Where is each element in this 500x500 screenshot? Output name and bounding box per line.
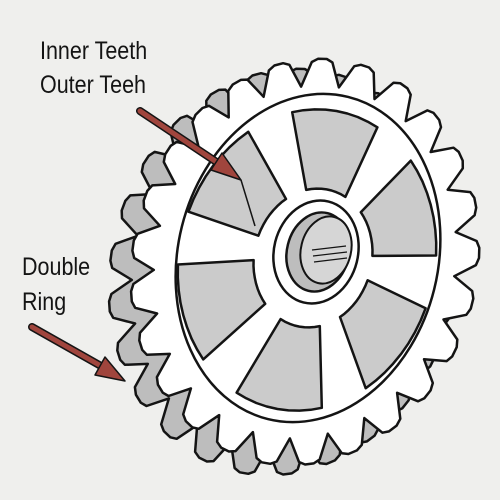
inner-teeth-leader-line (240, 179, 256, 227)
hub-bore (299, 215, 353, 285)
ring-label: Ring (22, 288, 67, 316)
double-ring-arrow (28, 323, 126, 382)
pointer-arrows (28, 107, 256, 382)
spoke-cutout (290, 108, 379, 199)
spoke-cutout (235, 317, 324, 412)
spoke-cutouts (176, 108, 438, 412)
hub (272, 199, 360, 305)
double-label: Double (22, 253, 91, 281)
spoke-cutout (187, 130, 288, 237)
spoke-cutout (359, 159, 438, 258)
spoke-cutout (338, 279, 427, 390)
inner-teeth-arrow (136, 107, 242, 181)
inner-teeth-label: Inner Teeth (40, 37, 148, 65)
outer-teeth-label: Outer Teeh (40, 71, 146, 99)
spoke-cutout (176, 258, 267, 361)
inner-ring-outline (174, 92, 442, 424)
hub-spline-lines (311, 245, 348, 263)
